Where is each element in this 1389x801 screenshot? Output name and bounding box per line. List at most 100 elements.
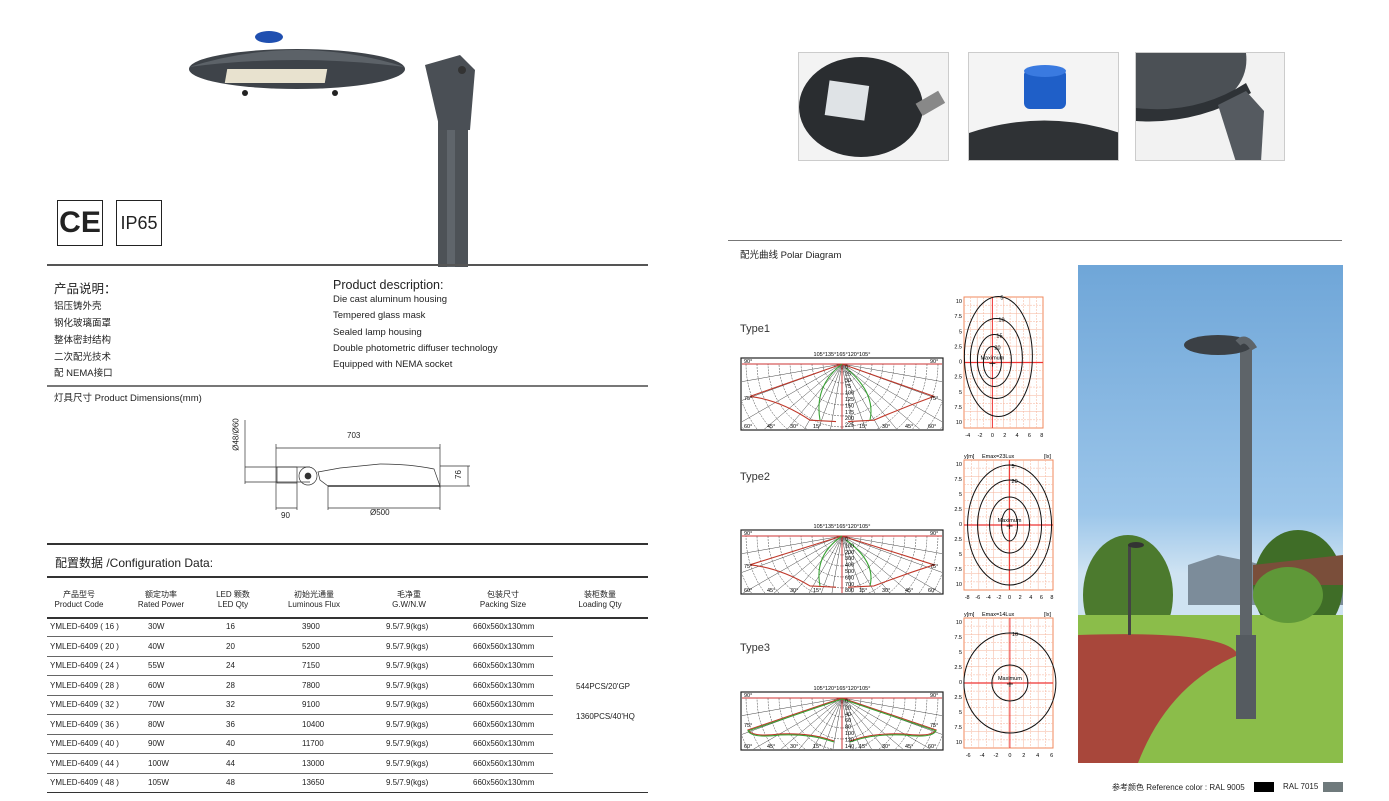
polar-chart-type1: 0255075100125150175200225105°135°165°120… [740, 352, 944, 431]
y-tick: 10 [956, 462, 962, 468]
type1-label: Type1 [740, 323, 770, 335]
dimension-head-diameter: Ø500 [370, 508, 390, 517]
angle-label: 30° [882, 744, 890, 750]
top-angle-label: 105°135°165°120°105° [814, 352, 871, 358]
polar-spoke [841, 535, 876, 594]
table-cell: 5200 [302, 641, 320, 651]
description-cn-item: 整体密封结构 [54, 335, 112, 346]
table-cell: YMLED-6409 ( 16 ) [50, 622, 119, 631]
description-en-item: Double photometric diffuser technology [333, 343, 498, 354]
polar-spoke [781, 697, 843, 750]
polar-ring [841, 697, 862, 718]
polar-spoke [841, 697, 872, 750]
table-cell: 40W [148, 641, 165, 651]
x-tick: -2 [978, 433, 983, 439]
polar-ring [841, 535, 884, 578]
ring-label: 100 [845, 391, 854, 397]
angle-label: 45° [767, 424, 775, 430]
table-cell: 660x560x130mm [473, 719, 535, 729]
y-tick: 0 [959, 680, 962, 686]
row-divider [47, 733, 553, 735]
ring-label: 80 [845, 725, 851, 731]
ring-label: 20 [845, 705, 851, 711]
loading-qty-20gp: 544PCS/20'GP [576, 682, 631, 691]
polar-spoke [741, 363, 843, 382]
x-tick: -4 [986, 595, 991, 601]
ring-label: 225 [845, 423, 854, 429]
x-tick: 6 [1028, 433, 1031, 439]
polar-spoke [741, 535, 843, 554]
table-cell: 9.5/7.9(kgs) [386, 739, 429, 748]
polar-spoke [841, 363, 880, 430]
angle-label: 90° [744, 693, 752, 699]
x-tick: 4 [1029, 595, 1032, 601]
polar-ring [741, 574, 752, 594]
row-divider [47, 714, 553, 715]
isolux-contour [977, 479, 1043, 571]
polar-spoke [832, 697, 843, 750]
polar-chart-type3: 020406080100120140105°120°165°120°105°90… [740, 686, 944, 751]
isolux-contour [967, 464, 1053, 586]
polar-ring [833, 364, 842, 373]
angle-label: 75° [744, 564, 752, 570]
polar-ring [926, 402, 943, 430]
polar-spoke [841, 363, 943, 422]
ring-label: 200 [845, 550, 854, 556]
x-tick: -6 [966, 753, 971, 759]
table-cell: 44 [226, 758, 235, 768]
table-cell: 3900 [302, 622, 320, 631]
ring-label: 140 [845, 744, 854, 750]
y-tick: 2.5 [954, 537, 962, 543]
table-cell: 30W [148, 622, 165, 631]
table-cell: 660x560x130mm [473, 758, 535, 768]
polar-ring [896, 363, 928, 430]
isolux-contour [989, 496, 1031, 554]
contour-label: 15 [996, 334, 1002, 340]
angle-label: 90° [930, 359, 938, 365]
table-cell: 9100 [302, 700, 320, 709]
type2-label: Type2 [740, 471, 770, 483]
y-tick: 7.5 [954, 314, 962, 320]
curve-c0-c180 [747, 697, 937, 742]
curve-c90-c270 [818, 363, 872, 421]
y-tick: 2.5 [954, 344, 962, 350]
polar-ring [841, 363, 884, 406]
loading-qty-40hq: 1360PCS/40'HQ [576, 712, 635, 721]
polar-ring [841, 535, 862, 556]
polar-ring [767, 535, 795, 594]
isolux-contour [963, 296, 1033, 417]
polar-ring [904, 535, 928, 594]
row-divider [47, 792, 648, 793]
table-cell: 660x560x130mm [473, 622, 535, 631]
polar-ring [811, 363, 843, 395]
ring-label: 175 [845, 410, 854, 416]
emax-label: Emax=23Lux [982, 454, 1015, 460]
polar-spoke [753, 697, 843, 750]
x-tick: -6 [975, 595, 980, 601]
angle-label: 75° [930, 396, 938, 402]
ring-label: 60 [845, 718, 851, 724]
angle-label: 60° [928, 588, 936, 594]
description-cn-item: 钢化玻璃面罩 [54, 318, 112, 329]
polar-ring [789, 535, 843, 589]
table-cell: 660x560x130mm [473, 661, 535, 670]
table-cell: YMLED-6409 ( 24 ) [50, 661, 119, 670]
isolux-contour [969, 318, 1023, 399]
x-tick: 8 [1050, 595, 1053, 601]
table-cell: 20 [226, 641, 235, 651]
installation-photo [1078, 265, 1343, 763]
top-angle-label: 105°120°165°120°105° [814, 686, 871, 692]
polar-spoke [831, 535, 843, 594]
angle-label: 45° [767, 588, 775, 594]
contour-label: 20 [994, 346, 1000, 352]
polar-spoke [841, 697, 861, 750]
description-en-item: Tempered glass mask [333, 310, 426, 321]
maximum-label: Maximum [998, 518, 1022, 524]
polar-spoke [841, 363, 854, 430]
polar-ring [811, 697, 843, 729]
angle-label: 15° [813, 424, 821, 430]
curve-c0-c180 [749, 535, 936, 588]
x-tick: -2 [994, 753, 999, 759]
